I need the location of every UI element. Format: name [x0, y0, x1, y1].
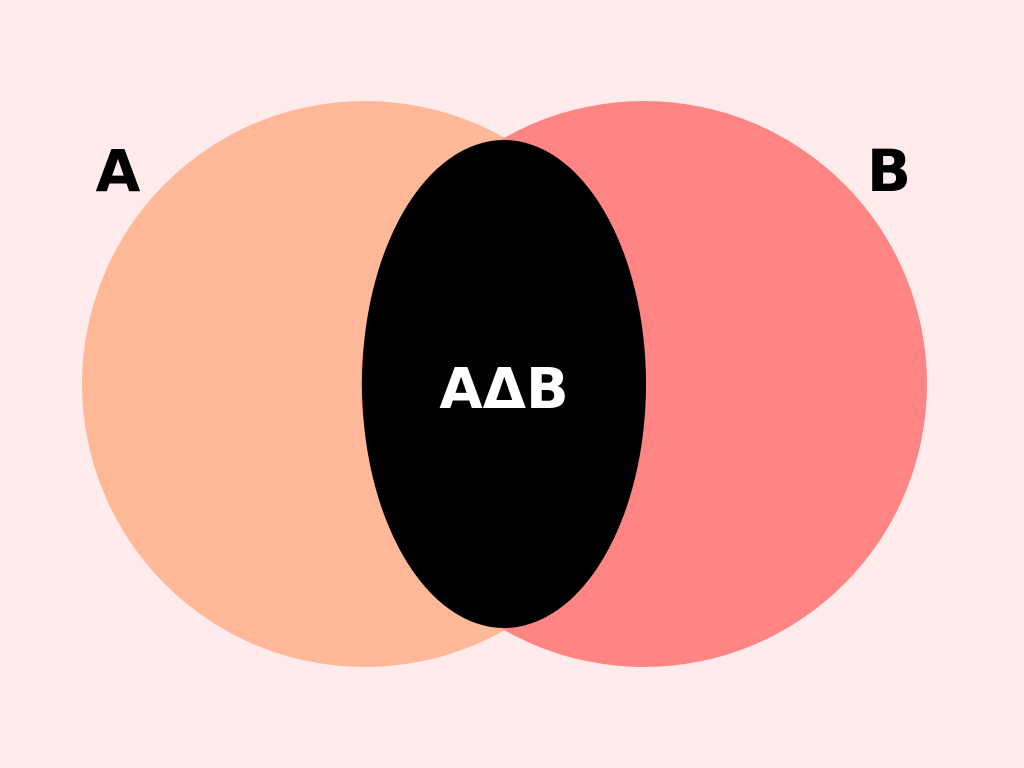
set-b-label: B [867, 137, 911, 205]
intersection-region [362, 140, 646, 628]
symmetric-difference-label: AΔB [439, 357, 568, 422]
set-a-label: A [96, 137, 141, 205]
